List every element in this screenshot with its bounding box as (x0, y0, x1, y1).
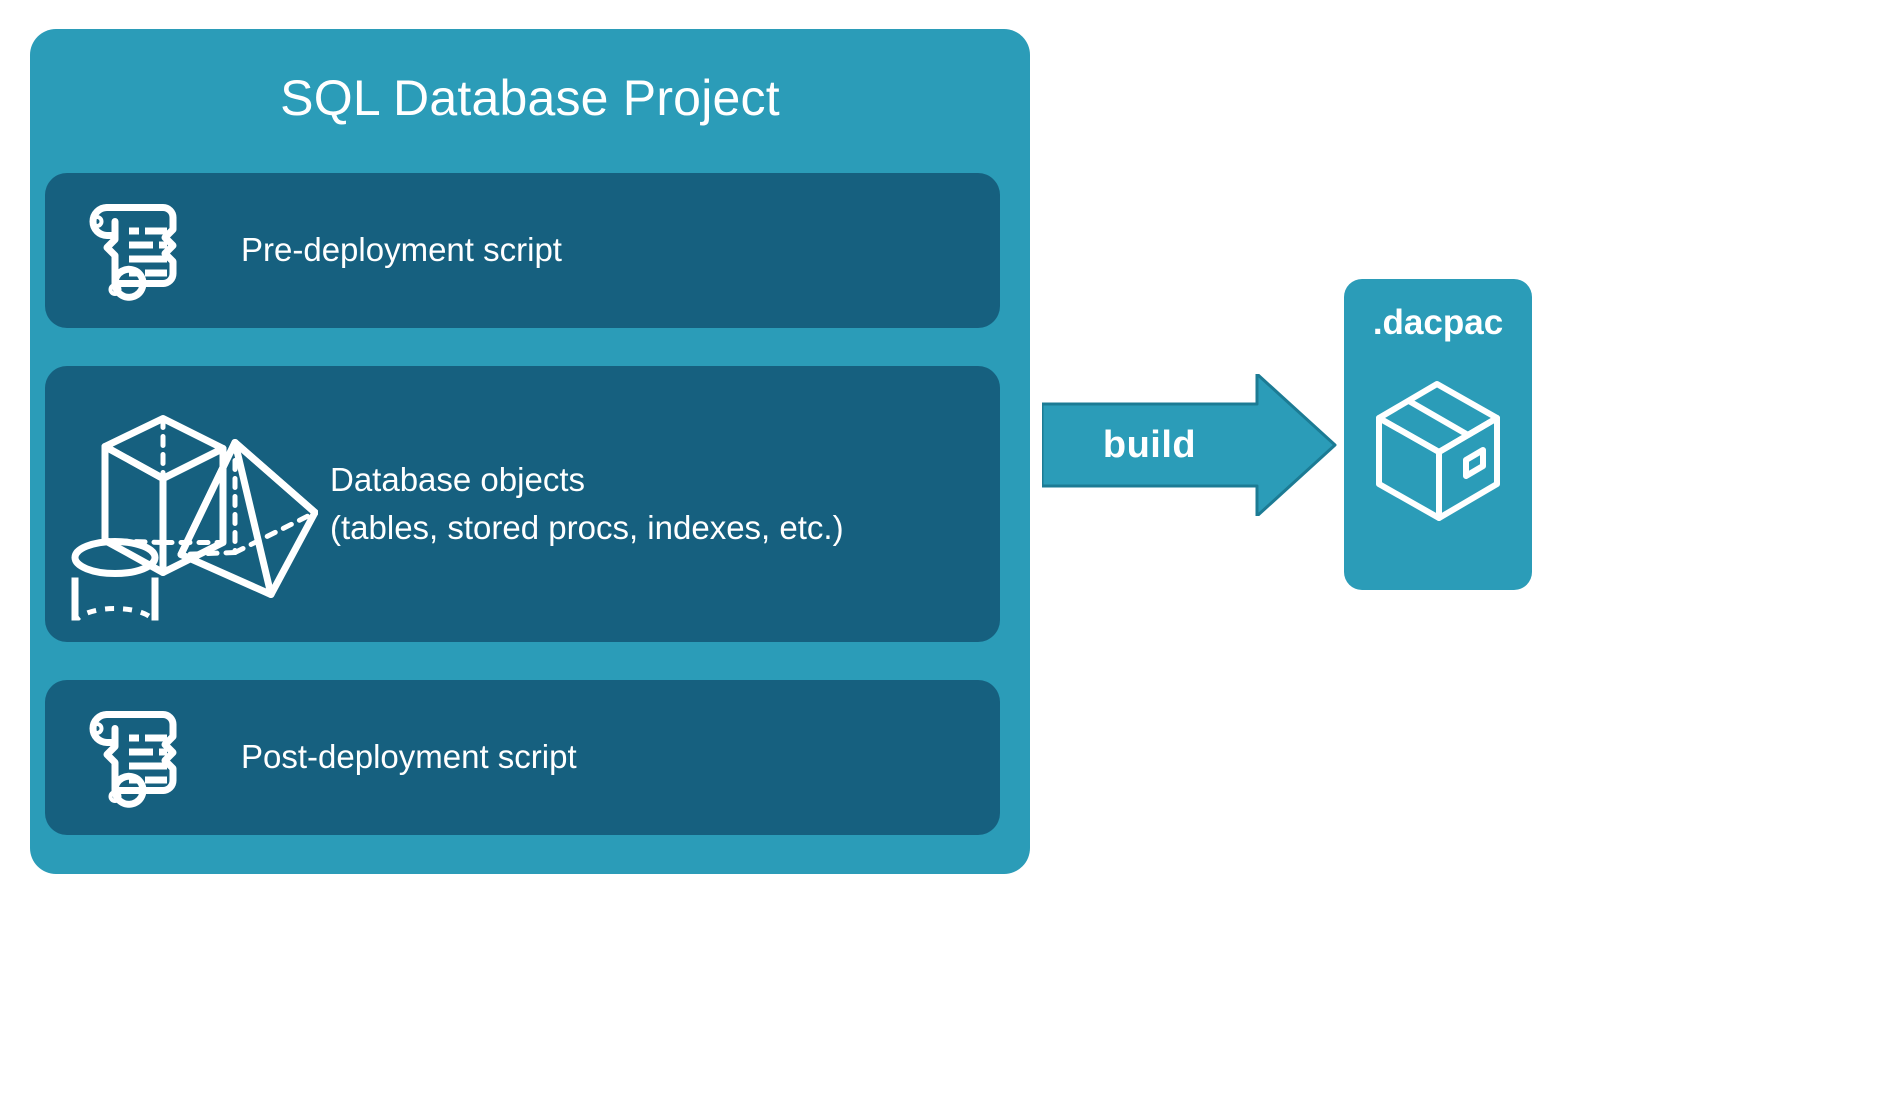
package-box-icon (1369, 374, 1507, 531)
row-database-objects[interactable]: Database objects (tables, stored procs, … (45, 366, 1000, 644)
row-label-post-deployment: Post-deployment script (241, 738, 577, 776)
arrow-right-icon (1040, 372, 1337, 518)
build-arrow: build (1040, 372, 1337, 518)
project-title: SQL Database Project (280, 70, 780, 126)
sql-database-project-container: SQL Database Project (30, 29, 1030, 874)
row-post-deployment-script[interactable]: Post-deployment script (45, 680, 1000, 835)
scroll-icon (75, 193, 187, 308)
row-label-database-objects: Database objects (tables, stored procs, … (330, 460, 844, 546)
row-pre-deployment-script[interactable]: Pre-deployment script (45, 173, 1000, 328)
build-arrow-label: build (1102, 423, 1197, 466)
scroll-icon (75, 700, 187, 815)
dacpac-label: .dacpac (1372, 303, 1504, 342)
row-label-pre-deployment: Pre-deployment script (241, 231, 562, 269)
three-d-shapes-icon (63, 383, 319, 644)
dacpac-output-box[interactable]: .dacpac (1344, 279, 1532, 590)
